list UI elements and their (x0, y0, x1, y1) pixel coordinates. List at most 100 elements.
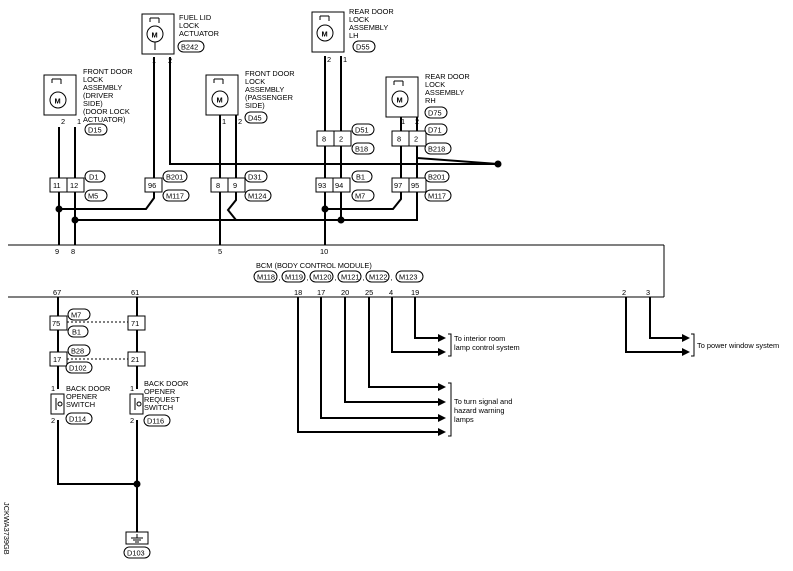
junction-dot (55, 205, 63, 213)
bcm-connector-m120: M120 (313, 273, 332, 282)
pin-label: 71 (131, 319, 139, 328)
pin-label: 21 (131, 355, 139, 364)
pin-label: 8 (397, 135, 401, 144)
pin-label: 17 (53, 355, 61, 364)
bdor-switch-label-line: BACK DOOR (144, 379, 188, 388)
pin-label: 1 (77, 117, 81, 126)
pin-label: 8 (322, 135, 326, 144)
dest-power-window: To power window system (697, 341, 779, 350)
bdo-switch-label-line: SWITCH (66, 400, 95, 409)
pin-label: 1 (343, 55, 347, 64)
bcm-connector-separator: , (307, 273, 309, 282)
fuel-lid-label-line: LOCK (179, 21, 199, 30)
bcm-connector-separator: , (279, 273, 281, 282)
passenger-door-label-line: LOCK (245, 77, 265, 86)
connector-d1: D1 (89, 173, 98, 182)
bcm-connector-m121: M121 (341, 273, 360, 282)
bcm-pin-8: 8 (71, 247, 75, 256)
pin-label: 12 (70, 181, 78, 190)
rear-rh-label-line: LOCK (425, 80, 445, 89)
rear-door-lock-lh: M 2 1 REAR DOOR LOCK ASSEMBLY LH D55 (311, 7, 394, 64)
svg-text:M: M (152, 31, 158, 40)
front-door-lock-passenger: M 1 2 FRONT DOOR LOCK ASSEMBLY (PASSENGE… (205, 69, 295, 126)
fuel-lid-label-line: FUEL LID (179, 13, 211, 22)
svg-text:M: M (322, 30, 328, 39)
fuel-lid-label-line: ACTUATOR (179, 29, 219, 38)
pin-label: 1 (51, 384, 55, 393)
junction-dot (337, 216, 345, 224)
bcm-pin-2: 2 (622, 288, 626, 297)
pin-label: 1 (401, 117, 405, 126)
connector-m5: M5 (88, 192, 98, 201)
connector-block-b28-d102: 17 21 B28 D102 (49, 344, 146, 374)
lower-wires (57, 297, 695, 532)
driver-door-label-line: (DOOR LOCK (83, 107, 130, 116)
driver-door-label-line: (DRIVER (83, 91, 113, 100)
motor-icon (316, 24, 334, 42)
connector-block-b201-m117-right: 97 95 B201 M117 (391, 170, 452, 202)
pin-label: 94 (335, 181, 343, 190)
junction-dot (321, 205, 329, 213)
ground-terminal: D103 (123, 531, 151, 559)
passenger-door-label-line: ASSEMBLY (245, 85, 284, 94)
passenger-door-label-line: FRONT DOOR (245, 69, 295, 78)
bcm-pin-61: 61 (131, 288, 139, 297)
dest-interior-lamp: To interior room (454, 334, 505, 343)
pin-label: 2 (339, 135, 343, 144)
pin-label: 95 (411, 181, 419, 190)
connector-block-b201-m117-left: 96 B201 M117 (144, 170, 190, 202)
motor-icon (391, 90, 409, 108)
pin-label: 11 (53, 181, 61, 190)
bcm-module: BCM (BODY CONTROL MODULE) M118 , M119 , … (8, 244, 665, 298)
bcm-pin-9: 9 (55, 247, 59, 256)
connector-b28: B28 (71, 347, 84, 356)
pin-label: 2 (415, 117, 419, 126)
bcm-title: BCM (BODY CONTROL MODULE) (256, 261, 372, 270)
rear-lh-label-line: LOCK (349, 15, 369, 24)
connector-b201: B201 (166, 173, 183, 182)
pin-label: 9 (233, 181, 237, 190)
driver-door-label-line: ACTUATOR) (83, 115, 125, 124)
back-door-opener-request-switch: 1 2 BACK DOOR OPENER REQUEST SWITCH D116 (129, 379, 188, 427)
junction-dot (71, 216, 79, 224)
connector-d102: D102 (69, 364, 87, 373)
pin-label: 97 (394, 181, 402, 190)
connector-m7: M7 (355, 192, 365, 201)
bcm-connector-list: M118 , M119 , M120 , M121 , M122 , M123 (253, 270, 424, 283)
connector-d75: D75 (428, 109, 442, 118)
bcm-connector-m118: M118 (257, 273, 275, 282)
rear-rh-label-line: REAR DOOR (425, 72, 470, 81)
pin-label: 8 (216, 181, 220, 190)
connector-m117: M117 (428, 192, 446, 201)
pin-label: 93 (318, 181, 326, 190)
connector-d15: D15 (88, 126, 102, 135)
bcm-pin-19: 19 (411, 288, 419, 297)
bcm-pin-4: 4 (389, 288, 393, 297)
connector-d31: D31 (248, 173, 262, 182)
bcm-connector-separator: , (391, 273, 393, 282)
rear-lh-label-line: LH (349, 31, 358, 40)
figure-id: JCKWA3739GB (2, 502, 11, 555)
bcm-pin-18: 18 (294, 288, 302, 297)
bcm-pin-17: 17 (317, 288, 325, 297)
connector-m124: M124 (248, 192, 267, 201)
bcm-pin-5: 5 (218, 247, 222, 256)
rear-lh-label-line: REAR DOOR (349, 7, 394, 16)
fuel-lid-lock-actuator: M 1 2 FUEL LID LOCK ACTUATOR B242 (141, 13, 219, 65)
pin-label: 96 (148, 181, 156, 190)
dest-interior-lamp: lamp control system (454, 343, 520, 352)
bcm-pin-3: 3 (646, 288, 650, 297)
connector-b201: B201 (428, 173, 445, 182)
bcm-pin-20: 20 (341, 288, 349, 297)
connector-b18: B18 (355, 145, 368, 154)
connector-d55: D55 (356, 43, 370, 52)
dest-turn-signal: lamps (454, 415, 474, 424)
rear-lh-label-line: ASSEMBLY (349, 23, 388, 32)
connector-d71: D71 (428, 126, 442, 135)
pin-label: 2 (414, 135, 418, 144)
connector-d45: D45 (248, 114, 262, 123)
connector-d114: D114 (69, 415, 86, 424)
pin-label: 1 (152, 56, 156, 65)
